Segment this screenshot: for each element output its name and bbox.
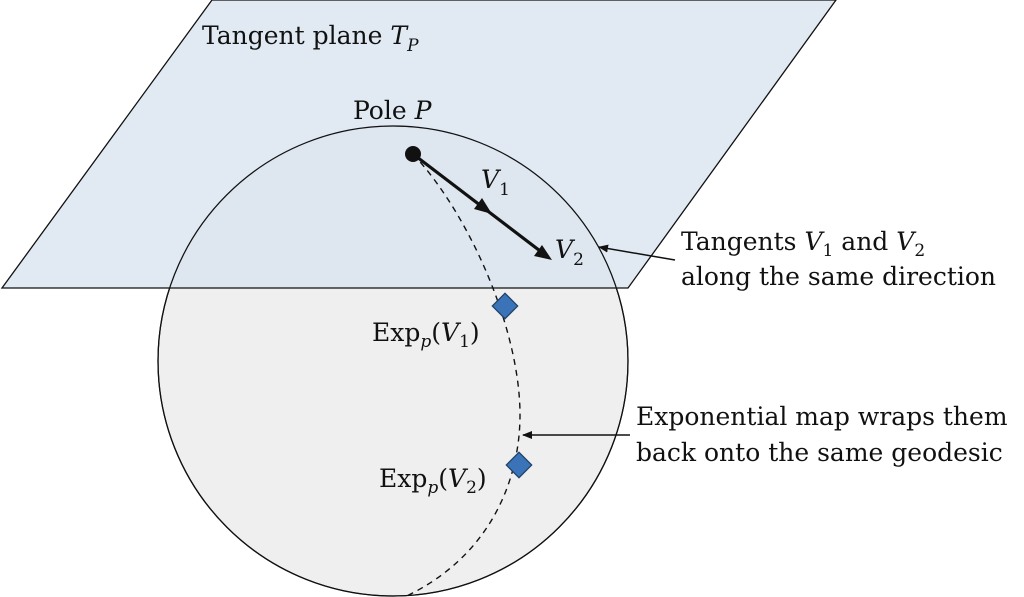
- v2-label: V2: [555, 235, 584, 270]
- plane-title: Tangent plane TP: [202, 21, 419, 56]
- v1-arrowhead: [474, 198, 492, 214]
- pole-label: Pole P: [353, 96, 433, 125]
- exp-note-line1: Exponential map wraps them: [636, 402, 1008, 431]
- geodesic-curve: [402, 153, 521, 597]
- exp-v1-label: Expp(V1): [372, 318, 480, 352]
- tangents-pointer-arrow: [598, 244, 676, 261]
- v1-label: V1: [481, 165, 510, 200]
- tangents-note-line1: Tangents V1 and V2: [681, 227, 925, 261]
- pole-point: [405, 146, 421, 162]
- sphere-outline: [157, 125, 629, 597]
- exp-v1-marker: [491, 292, 519, 320]
- tangent-plane: [0, 0, 837, 289]
- tangents-note-line2: along the same direction: [681, 262, 996, 291]
- v2-arrowhead: [534, 245, 552, 260]
- exp-note-line2: back onto the same geodesic: [636, 438, 1003, 467]
- exp-v2-label: Expp(V2): [379, 464, 487, 498]
- exp-v2-marker: [505, 451, 533, 479]
